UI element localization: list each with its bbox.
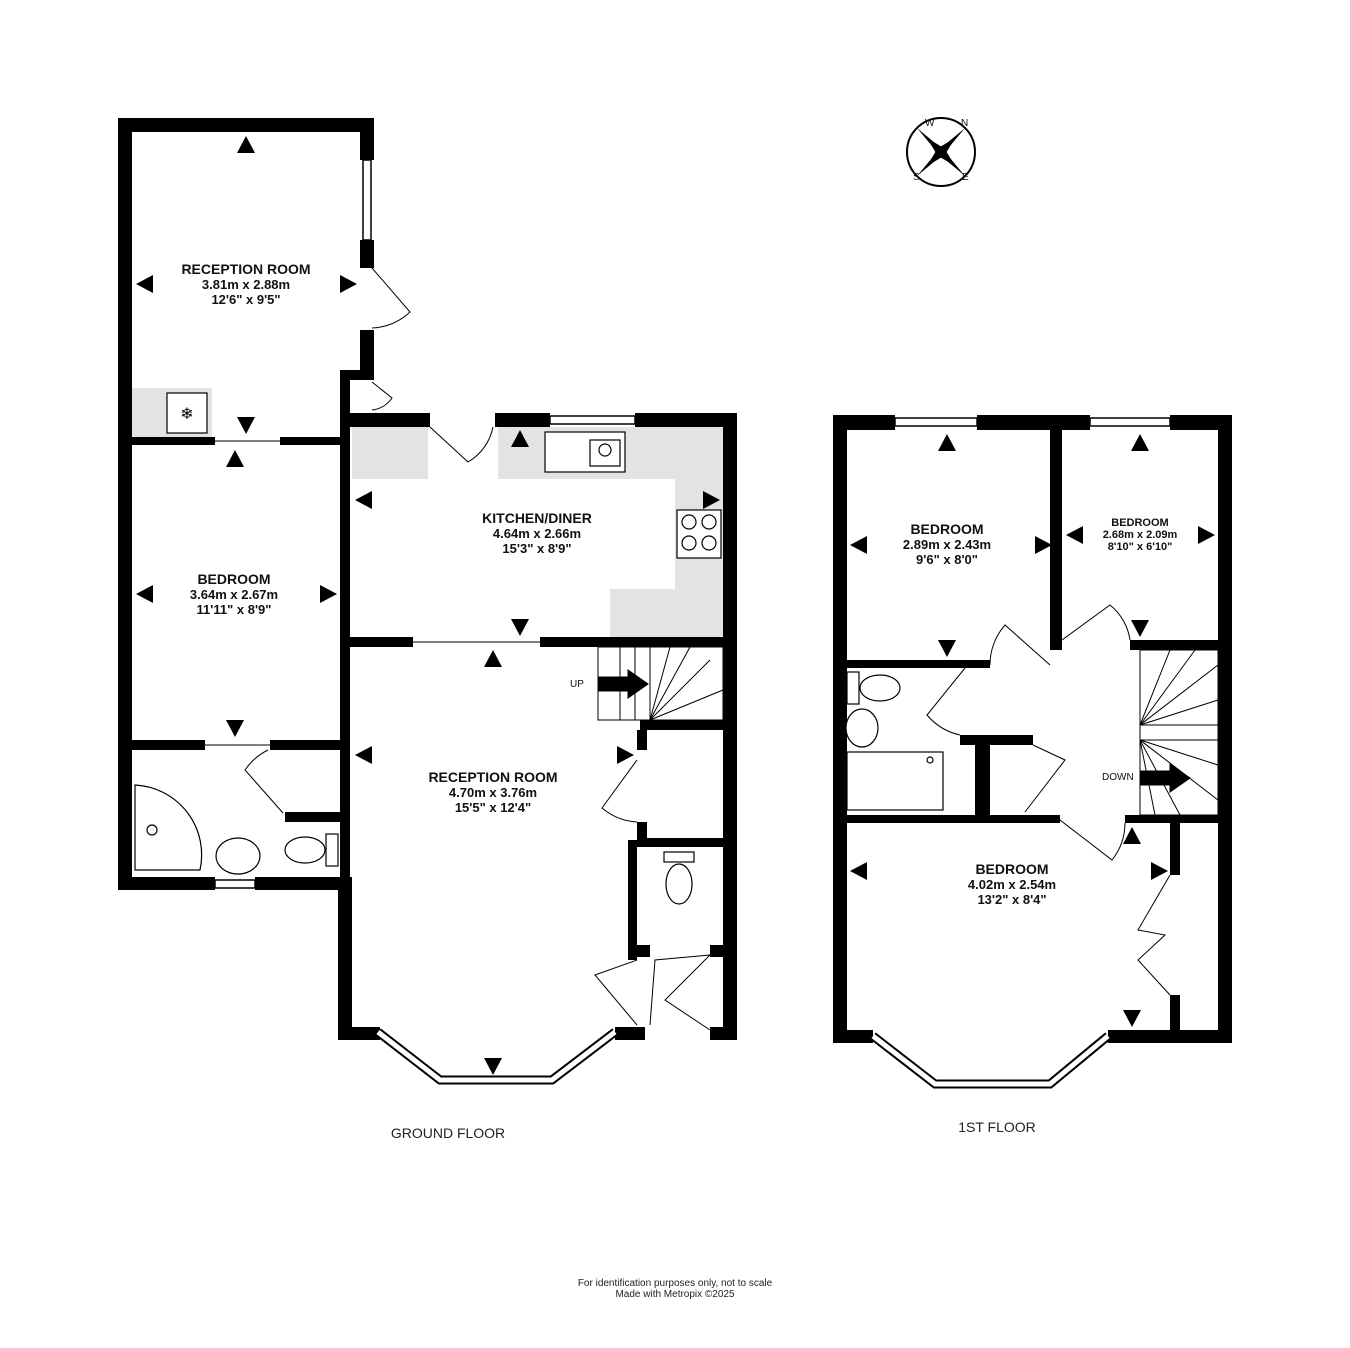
ground-floor-doors [244, 267, 712, 1031]
stairs-ground [597, 646, 724, 721]
ground-floor-fixtures [132, 388, 723, 637]
room-label-kitchen-diner: KITCHEN/DINER 4.64m x 2.66m 15'3" x 8'9" [482, 510, 592, 557]
room-metric: 3.81m x 2.88m [201, 277, 291, 292]
footer-disclaimer: For identification purposes only, not to… [578, 1278, 772, 1300]
room-metric: 2.89m x 2.43m [902, 537, 992, 552]
ground-floor-walls [118, 118, 737, 1040]
room-imperial: 8'10" x 6'10" [1107, 541, 1173, 553]
room-imperial: 15'3" x 8'9" [502, 541, 572, 556]
room-label-bedroom-rear-left: BEDROOM 2.89m x 2.43m 9'6" x 8'0" [902, 521, 992, 568]
room-metric: 3.64m x 2.67m [189, 587, 279, 602]
first-floor-caption: 1ST FLOOR [958, 1119, 1036, 1135]
room-label-bedroom-front: BEDROOM 4.02m x 2.54m 13'2" x 8'4" [967, 861, 1057, 908]
first-floor-walls [833, 415, 1232, 1043]
first-fixtures-icons [845, 671, 944, 811]
room-label-reception-rear: RECEPTION ROOM 3.81m x 2.88m 12'6" x 9'5… [181, 261, 311, 308]
compass-icon [906, 117, 976, 187]
room-name: RECEPTION ROOM [428, 769, 558, 785]
footer-line-2: Made with Metropix ©2025 [615, 1289, 735, 1300]
footer-line-1: For identification purposes only, not to… [577, 1278, 773, 1289]
room-imperial: 11'11" x 8'9" [196, 602, 272, 617]
stairs-down-label: DOWN [1102, 772, 1134, 783]
room-name: KITCHEN/DINER [482, 510, 592, 526]
room-label-bedroom-small: BEDROOM 2.68m x 2.09m 8'10" x 6'10" [1103, 517, 1178, 553]
room-name: BEDROOM [1111, 517, 1169, 529]
room-arrows [136, 136, 1215, 1075]
compass-south-label: S [913, 172, 920, 183]
svg-text:❄: ❄ [180, 406, 193, 423]
room-label-reception-front: RECEPTION ROOM 4.70m x 3.76m 15'5" x 12'… [428, 769, 558, 816]
room-imperial: 15'5" x 12'4" [454, 800, 532, 815]
compass-north-label: N [961, 118, 969, 129]
room-label-bedroom-ground: BEDROOM 3.64m x 2.67m 11'11" x 8'9" [189, 571, 279, 618]
room-imperial: 13'2" x 8'4" [977, 892, 1047, 907]
room-imperial: 9'6" x 8'0" [916, 552, 978, 567]
first-floor-doors [926, 604, 1171, 996]
room-metric: 4.02m x 2.54m [967, 877, 1057, 892]
room-metric: 4.64m x 2.66m [492, 526, 582, 541]
ground-fixtures-icons: ❄ [134, 392, 722, 905]
compass-west-label: W [925, 118, 935, 129]
compass-east-label: E [962, 172, 969, 183]
room-metric: 2.68m x 2.09m [1102, 529, 1178, 541]
ground-floor-caption: GROUND FLOOR [390, 1125, 506, 1141]
room-name: RECEPTION ROOM [181, 261, 311, 277]
room-name: BEDROOM [197, 571, 271, 587]
stairs-first [1139, 649, 1219, 816]
ground-floor-windows [205, 159, 636, 1085]
stairs-up-label: UP [570, 679, 584, 690]
first-floor-windows [835, 417, 1171, 1089]
room-name: BEDROOM [910, 521, 984, 537]
room-metric: 4.70m x 3.76m [448, 785, 538, 800]
room-name: BEDROOM [975, 861, 1049, 877]
room-imperial: 12'6" x 9'5" [211, 292, 281, 307]
